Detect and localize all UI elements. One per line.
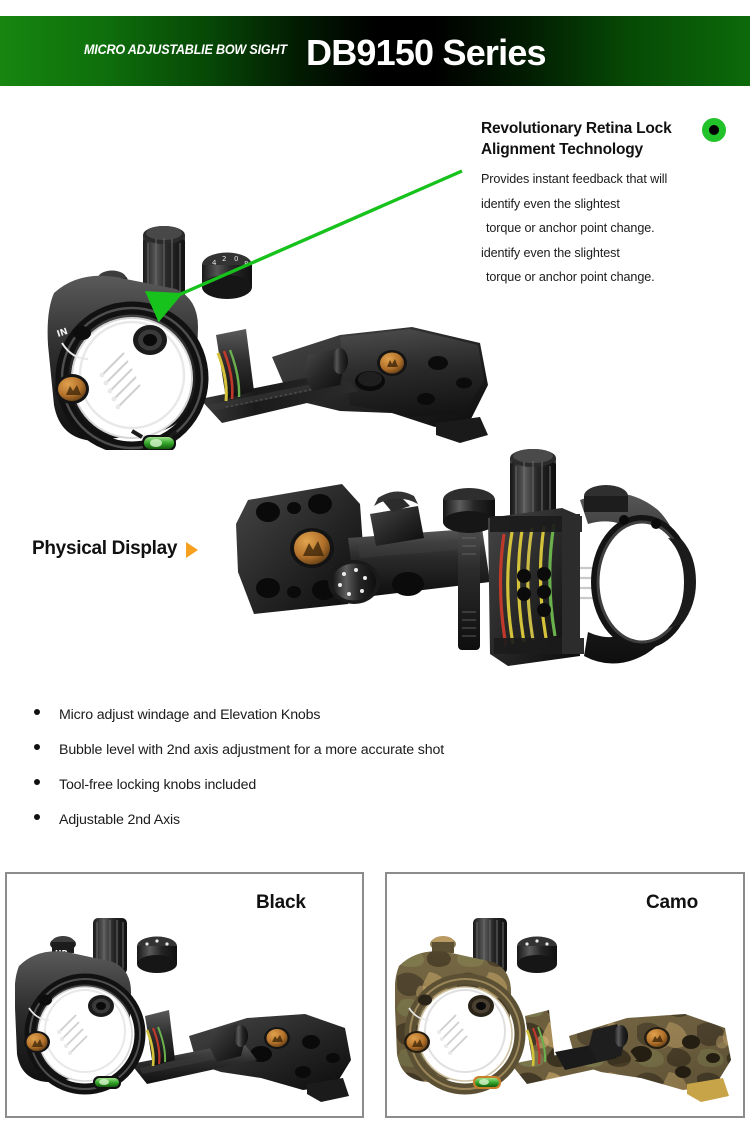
color-variant-panel-black[interactable]: Black: [5, 872, 364, 1118]
play-triangle-icon: [186, 542, 199, 558]
physical-display-text: Physical Display: [32, 538, 178, 559]
feature-text: Tool-free locking knobs included: [59, 777, 257, 793]
retina-lock-callout: Revolutionary Retina Lock Alignment Tech…: [481, 118, 711, 290]
svg-text:8: 8: [244, 260, 248, 268]
bow-sight-camo-variant-illustration: [395, 918, 731, 1102]
list-item: Tool-free locking knobs included: [34, 777, 634, 812]
physical-display-label: Physical Display: [32, 538, 199, 560]
callout-title: Revolutionary Retina Lock Alignment Tech…: [481, 118, 711, 160]
bullet-icon: [34, 744, 40, 750]
callout-title-line1: Revolutionary Retina Lock: [481, 120, 672, 137]
callout-line-2: identify even the slightest: [481, 196, 620, 211]
callout-line-5: torque or anchor point change.: [486, 270, 655, 284]
bullet-icon: [34, 709, 40, 715]
callout-body: Provides instant feedback that will iden…: [481, 167, 711, 290]
bow-sight-black-hero-illustration: 42 08 UP: [47, 226, 488, 450]
callout-line-1: Provides instant feedback that will: [481, 172, 668, 186]
banner-title: DB9150 Series: [306, 32, 547, 73]
color-variant-panel-camo[interactable]: Camo: [385, 872, 745, 1118]
list-item: Adjustable 2nd Axis: [34, 812, 634, 847]
callout-title-line2: Alignment Technology: [481, 141, 643, 158]
list-item: Bubble level with 2nd axis adjustment fo…: [34, 742, 634, 777]
bow-sight-black-variant-illustration: UP: [15, 918, 351, 1102]
retina-lock-dot-icon: [702, 118, 726, 142]
color-variant-label: Black: [256, 892, 306, 913]
svg-text:4: 4: [212, 259, 217, 267]
bullet-icon: [34, 814, 40, 820]
feature-text: Micro adjust windage and Elevation Knobs: [59, 707, 321, 723]
svg-text:0: 0: [234, 255, 238, 263]
product-image-side-view: [232, 442, 698, 680]
svg-text:2: 2: [222, 255, 226, 263]
svg-text:IN: IN: [56, 327, 69, 340]
callout-line-3: torque or anchor point change.: [486, 221, 655, 235]
bullet-icon: [34, 779, 40, 785]
feature-text: Adjustable 2nd Axis: [59, 812, 180, 828]
banner-subtitle: MICRO ADJUSTABLIE BOW SIGHT: [84, 42, 287, 57]
feature-text: Bubble level with 2nd axis adjustment fo…: [59, 742, 445, 758]
bow-sight-side-view-illustration: [236, 449, 696, 666]
header-banner: MICRO ADJUSTABLIE BOW SIGHT DB9150 Serie…: [0, 16, 750, 86]
product-image-top-hero: 42 08 UP: [40, 185, 500, 450]
callout-line-4: identify even the slightest: [481, 245, 620, 260]
dot-icon-center: [709, 125, 719, 135]
color-variant-label: Camo: [646, 892, 698, 913]
list-item: Micro adjust windage and Elevation Knobs: [34, 707, 634, 742]
feature-list: Micro adjust windage and Elevation Knobs…: [34, 707, 634, 847]
